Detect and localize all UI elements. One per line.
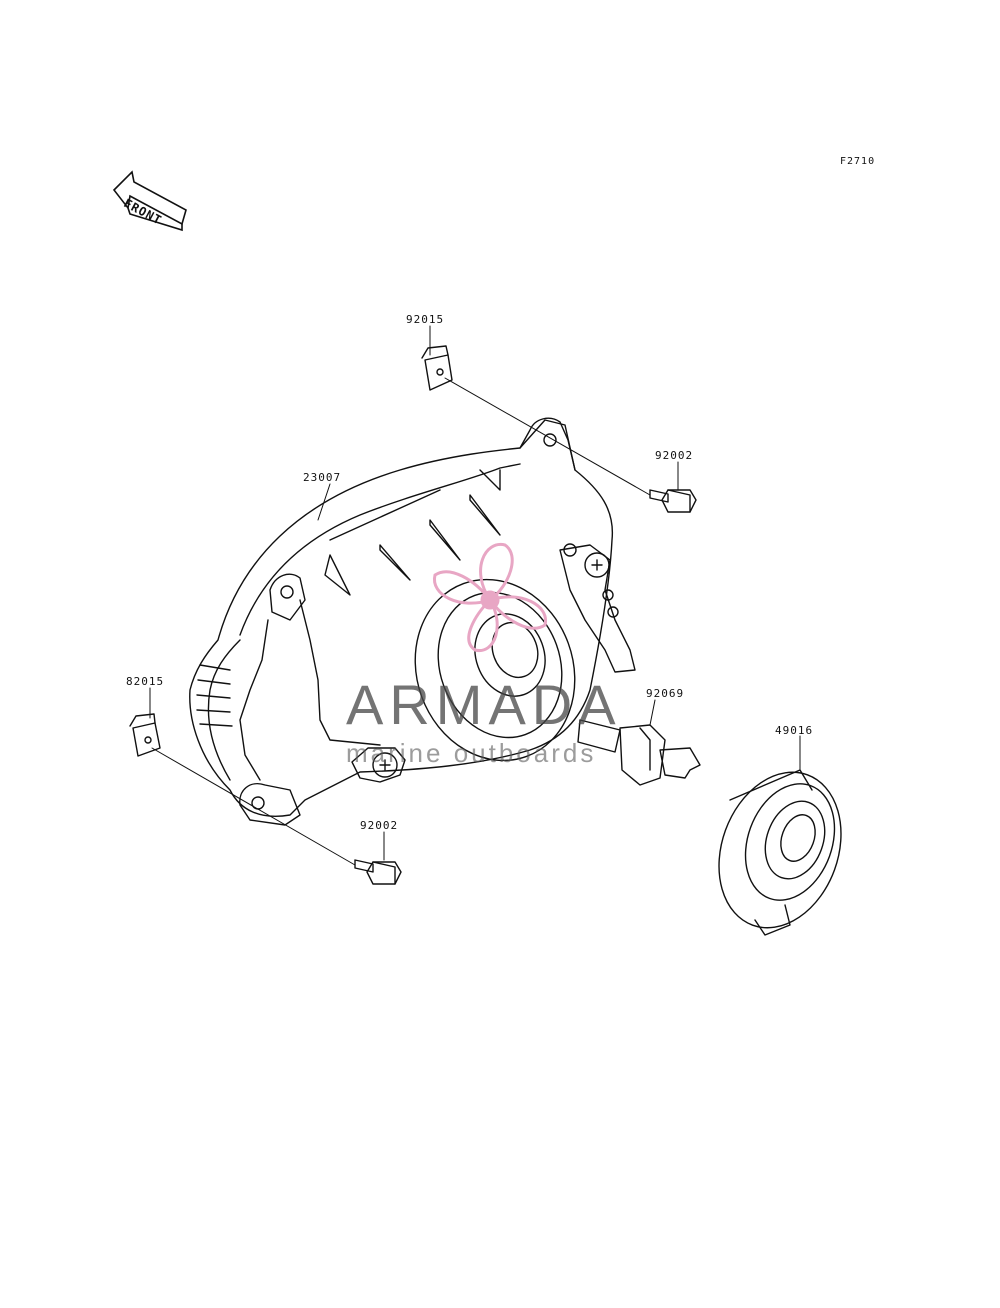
part-label-92015-top: 92015	[406, 313, 445, 326]
part-label-82015: 82015	[126, 675, 165, 688]
headlight-housing	[189, 417, 614, 826]
leader-lines	[149, 325, 801, 866]
clip-nut-left	[129, 713, 161, 757]
watermark-title: ARMADA	[346, 673, 622, 736]
part-label-92069: 92069	[646, 687, 685, 700]
aim-adjuster-bottom	[351, 747, 406, 783]
part-label-92002-bottom: 92002	[360, 819, 399, 832]
clip-nut-top	[421, 345, 453, 391]
part-label-23007: 23007	[303, 471, 342, 484]
bolt-top	[649, 489, 697, 513]
watermark-propeller-logo	[433, 543, 547, 652]
part-label-92002-top: 92002	[655, 449, 694, 462]
figure-code: F2710	[840, 156, 876, 167]
watermark-subtitle: marine outboards	[346, 738, 597, 768]
bulb-dust-cover	[718, 769, 842, 936]
aim-adjuster-right	[559, 543, 636, 673]
part-label-49016: 49016	[775, 724, 814, 737]
front-direction-arrow-icon	[112, 170, 187, 232]
bolt-bottom	[354, 859, 402, 885]
